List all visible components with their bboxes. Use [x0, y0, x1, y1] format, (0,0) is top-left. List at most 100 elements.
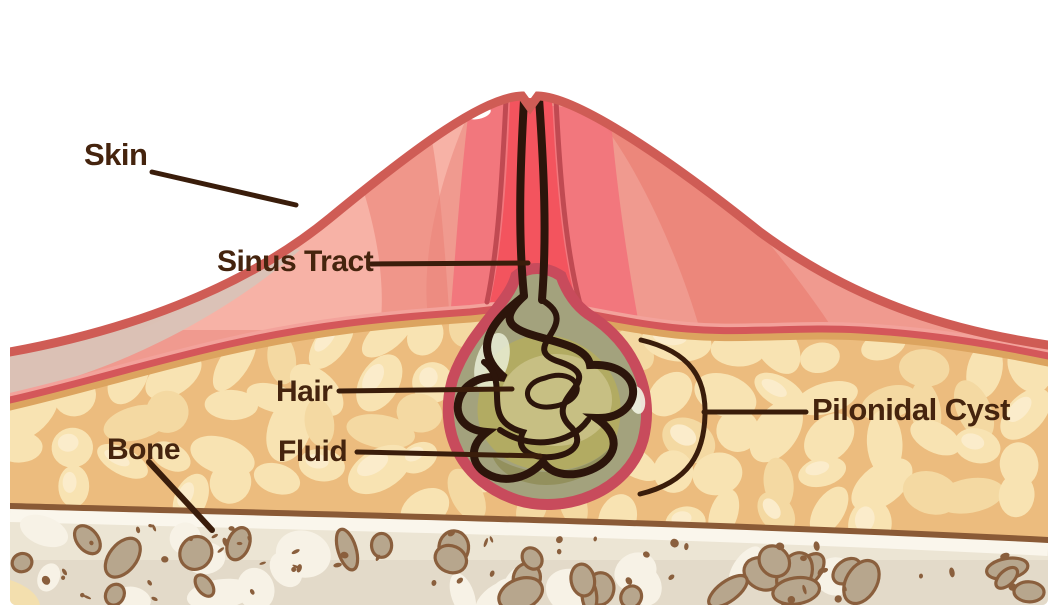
- texture-blob: [236, 541, 243, 546]
- texture-blob: [851, 458, 913, 512]
- texture-blob: [57, 433, 79, 452]
- texture-blob: [247, 536, 252, 544]
- texture-blob: [668, 574, 675, 581]
- label-sinus-tract: Sinus Tract: [217, 247, 374, 277]
- texture-blob: [259, 561, 266, 565]
- bone-leader-line: [146, 459, 215, 533]
- texture-blob: [813, 541, 820, 551]
- texture-blob: [147, 580, 153, 586]
- texture-blob: [556, 536, 563, 544]
- texture-blob: [949, 567, 955, 578]
- texture-blob: [188, 537, 193, 542]
- texture-blob: [103, 582, 126, 605]
- texture-blob: [757, 544, 792, 579]
- texture-blob: [228, 526, 235, 531]
- texture-blob: [362, 363, 385, 393]
- texture-blob: [193, 573, 216, 598]
- texture-blob: [61, 575, 66, 580]
- texture-blob: [431, 579, 437, 586]
- pilonidal-cyst: [442, 263, 652, 510]
- texture-blob: [749, 399, 803, 463]
- texture-blob: [684, 542, 689, 551]
- texture-blob: [291, 549, 300, 555]
- texture-blob: [253, 462, 301, 495]
- texture-blob: [854, 506, 875, 532]
- texture-blob: [296, 564, 302, 573]
- texture-blob: [710, 333, 766, 367]
- texture-blob: [72, 524, 102, 556]
- texture-blob: [291, 566, 297, 573]
- texture-blob: [998, 473, 1035, 518]
- texture-blob: [152, 524, 157, 532]
- label-pilonidal-cyst: Pilonidal Cyst: [812, 394, 1010, 425]
- texture-blob: [104, 449, 130, 467]
- texture-blob: [489, 536, 494, 543]
- texture-blob: [899, 349, 950, 387]
- texture-blob: [209, 461, 252, 504]
- texture-blob: [802, 584, 807, 595]
- hair-strand-right: [535, 94, 549, 304]
- inflamed-tract-wedge: [490, 98, 576, 302]
- texture-blob: [1012, 580, 1046, 604]
- texture-blob: [211, 533, 218, 539]
- texture-blob: [89, 540, 94, 546]
- texture-blob: [305, 453, 329, 469]
- label-bone: Bone: [107, 433, 181, 466]
- label-fluid-text: Fluid: [278, 435, 348, 468]
- texture-blob: [204, 389, 259, 421]
- texture-blob: [800, 342, 840, 374]
- texture-blob: [761, 378, 787, 397]
- texture-blob: [178, 534, 214, 572]
- texture-blob: [834, 595, 842, 603]
- texture-blob: [843, 584, 847, 592]
- bone-layer: [10, 503, 1048, 605]
- texture-blob: [961, 433, 985, 450]
- sinus-tract: [484, 97, 583, 307]
- texture-blob: [433, 543, 469, 575]
- label-pilonidal-cyst-text: Pilonidal Cyst: [812, 392, 1010, 427]
- texture-blob: [161, 556, 169, 563]
- hair-strand-left: [516, 96, 528, 300]
- texture-blob: [861, 384, 918, 421]
- texture-blob: [692, 452, 743, 496]
- label-bone-text: Bone: [107, 433, 181, 466]
- skin-dark-band: [600, 120, 840, 340]
- texture-blob: [135, 526, 141, 534]
- texture-blob: [935, 477, 1004, 514]
- texture-blob: [222, 537, 229, 547]
- texture-blob: [842, 558, 881, 605]
- texture-blob: [266, 394, 314, 462]
- texture-blob: [62, 471, 77, 493]
- texture-blob: [103, 536, 142, 579]
- texture-blob: [593, 536, 597, 542]
- tissue-layers: [10, 91, 1048, 605]
- texture-blob: [619, 584, 644, 605]
- bone-highlight-band: [10, 506, 1048, 556]
- texture-blob: [10, 431, 43, 463]
- texture-blob: [449, 573, 477, 605]
- texture-blob: [346, 414, 415, 449]
- texture-blob: [289, 363, 344, 417]
- texture-blob: [762, 498, 781, 519]
- texture-blob: [456, 577, 464, 584]
- hair-strands: [453, 94, 637, 483]
- label-hair-text: Hair: [276, 375, 333, 408]
- texture-blob: [800, 555, 807, 562]
- texture-blob: [489, 570, 495, 577]
- texture-blob: [1007, 396, 1032, 422]
- hair-leader-line: [336, 386, 515, 394]
- texture-blob: [217, 547, 225, 553]
- texture-blob: [670, 538, 679, 548]
- texture-blob: [334, 527, 360, 572]
- texture-blob: [80, 592, 85, 598]
- texture-blob: [41, 575, 51, 585]
- texture-blob: [497, 576, 544, 605]
- texture-blob: [333, 562, 342, 568]
- sinus-tract-leader-line: [368, 260, 531, 267]
- texture-blob: [804, 413, 855, 464]
- texture-blob: [249, 589, 255, 595]
- texture-blob: [775, 542, 785, 551]
- epidermis-outline: [10, 91, 1048, 357]
- texture-blob: [83, 595, 92, 600]
